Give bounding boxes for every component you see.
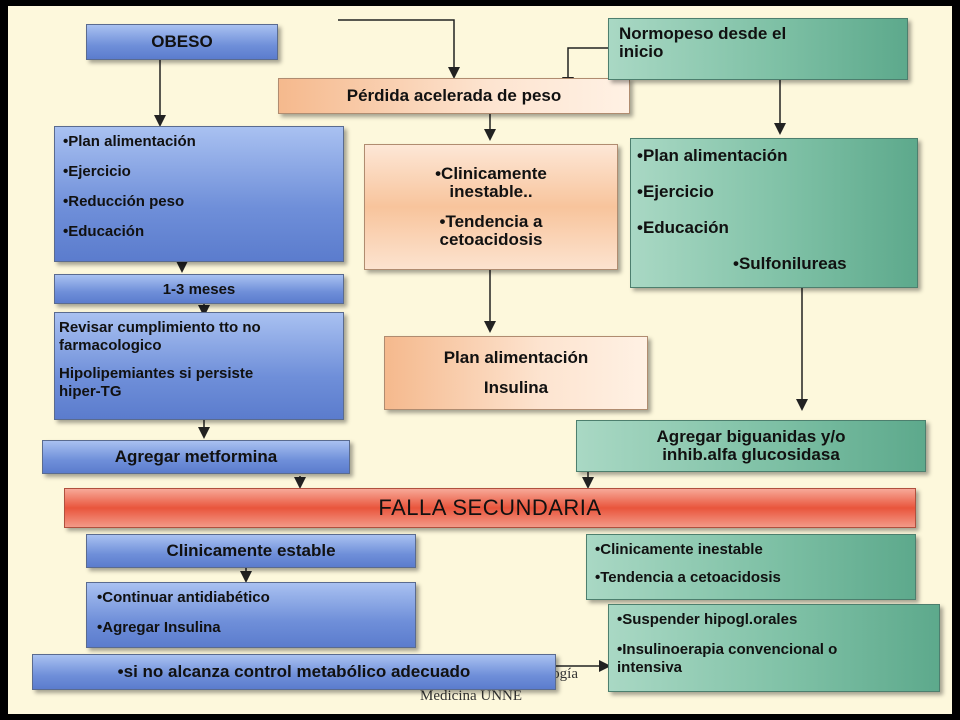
node-metformina: Agregar metformina [42,440,350,474]
node-inestable-mid: •Clinicamente inestable.. •Tendencia a c… [364,144,618,270]
diagram-canvas: logía Medicina UNNE OBESO Pérdida aceler… [8,6,952,714]
plan-insulina-line: Plan alimentación [443,348,589,367]
biguanidas-line: Agregar biguanidas y/o [656,427,846,446]
left-list-item: •Reducción peso [63,193,185,210]
left-list-item: •Ejercicio [63,163,131,180]
node-no-alcanza: •si no alcanza control metabólico adecua… [32,654,556,690]
node-inestable-right: •Clinicamente inestable •Tendencia a cet… [586,534,916,600]
suspender-line: •Suspender hipogl.orales [617,611,798,628]
revisar-line: Revisar cumplimiento tto no [59,319,261,336]
node-perdida-acelerada: Pérdida acelerada de peso [278,78,630,114]
inestable-mid-line: •Clinicamente [435,164,547,183]
continuar-line: •Agregar Insulina [97,619,221,636]
continuar-line: •Continuar antidiabético [97,589,270,606]
suspender-line: intensiva [617,659,683,676]
suspender-line: •Insulinoerapia convencional o [617,641,838,658]
revisar-line: hiper-TG [59,383,122,400]
inestable-mid-line: cetoacidosis [439,230,543,249]
inestable-mid-line: inestable.. [449,182,533,201]
left-list-item: •Plan alimentación [63,133,196,150]
right-list-item: •Educación [637,218,729,237]
left-list-item: •Educación [63,223,145,240]
node-biguanidas: Agregar biguanidas y/o inhib.alfa glucos… [576,420,926,472]
node-suspender: •Suspender hipogl.orales •Insulinoerapia… [608,604,940,692]
inestable-right-line: •Clinicamente inestable [595,541,763,558]
node-normopeso: Normopeso desde el inicio [608,18,908,80]
right-list-item: •Sulfonilureas [733,254,847,273]
node-revisar: Revisar cumplimiento tto no farmacologic… [54,312,344,420]
normopeso-line-2: inicio [619,42,664,61]
footer-text-2: Medicina UNNE [420,688,523,704]
arrow-top-to-perdida [338,19,460,79]
node-obeso: OBESO [86,24,278,60]
normopeso-line-1: Normopeso desde el [619,24,787,43]
biguanidas-line: inhib.alfa glucosidasa [662,445,840,464]
arrow-normopeso-to-perdida [562,47,608,89]
node-right-list: •Plan alimentación •Ejercicio •Educación… [630,138,918,288]
node-falla-secundaria: FALLA SECUNDARIA [64,488,916,528]
node-plan-insulina: Plan alimentación Insulina [384,336,648,410]
inestable-right-line: •Tendencia a cetoacidosis [595,569,781,586]
revisar-line: Hipolipemiantes si persiste [59,365,254,382]
node-left-list: •Plan alimentación •Ejercicio •Reducción… [54,126,344,262]
plan-insulina-line: Insulina [483,378,549,397]
node-continuar: •Continuar antidiabético •Agregar Insuli… [86,582,416,648]
right-list-item: •Ejercicio [637,182,714,201]
node-meses: 1-3 meses [54,274,344,304]
revisar-line: farmacologico [59,337,162,354]
node-clinicamente-estable: Clinicamente estable [86,534,416,568]
inestable-mid-line: •Tendencia a [439,212,543,231]
right-list-item: •Plan alimentación [637,146,788,165]
